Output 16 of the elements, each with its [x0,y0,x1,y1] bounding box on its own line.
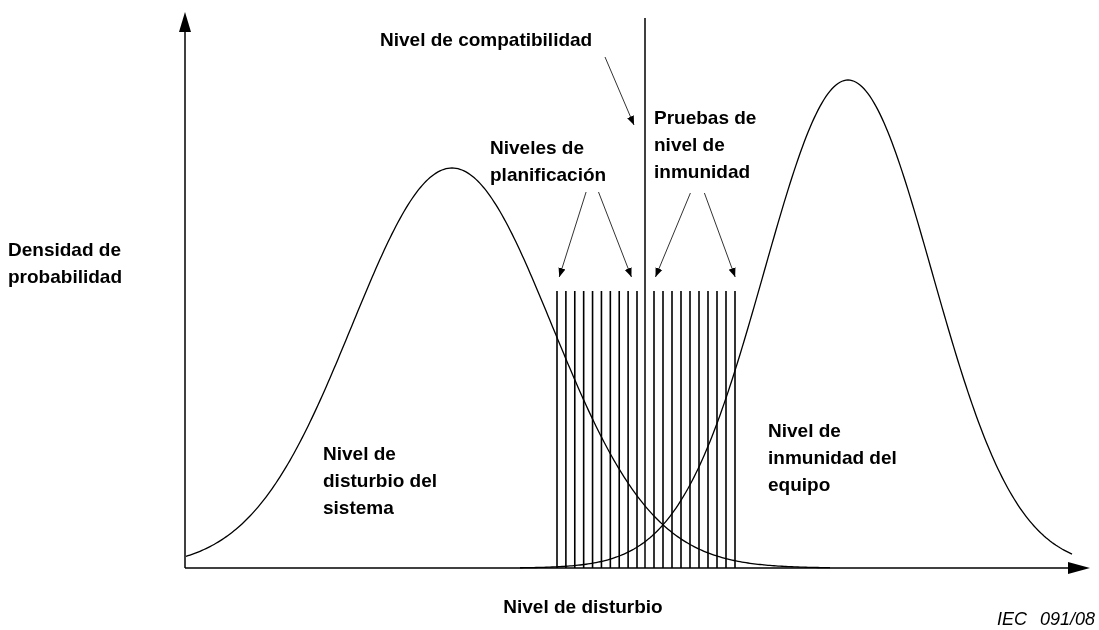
leader-line [598,191,632,278]
level-lines [653,290,736,569]
curve-label: Nivel de disturbio del sistema [323,442,438,520]
callout-text: Pruebas de nivel de inmunidad [654,104,794,185]
leader-line [703,192,736,278]
compatibility-line [644,17,646,569]
axis-label: Nivel de disturbio [502,595,664,619]
callout-text: Niveles de planificación [490,134,645,188]
figure-id: IEC 091/08 [995,608,1095,630]
curve-label: Nivel de inmunidad del equipo [768,419,898,497]
leader-line [604,56,635,126]
leader-line [655,192,691,278]
level-lines [556,290,638,569]
leader-line [558,191,587,278]
axis-label: Densidad de probabilidad [8,238,123,289]
callout-text: Nivel de compatibilidad [380,26,630,53]
